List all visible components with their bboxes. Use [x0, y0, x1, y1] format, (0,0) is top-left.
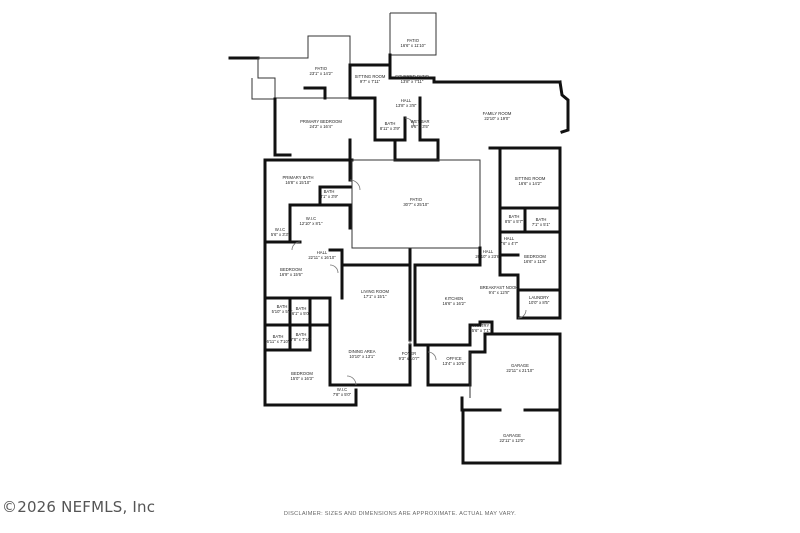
- room-dims: 17'1" x 15'1": [364, 294, 387, 299]
- room-dims: 22'10" x 19'0": [484, 116, 510, 121]
- room-name: BREAKFAST NOOK: [480, 285, 518, 290]
- room-name: GARAGE: [503, 433, 521, 438]
- room-name: BEDROOM: [291, 371, 313, 376]
- room-dims: 22'11" x 21'10": [506, 368, 534, 373]
- room-name: W.I.C: [337, 387, 347, 392]
- room-name: KITCHEN: [445, 296, 463, 301]
- room-dims: 8'1" x 3'9": [320, 194, 339, 199]
- room-name: BATH: [273, 334, 284, 339]
- room-dims: 6'5" x 3'5": [411, 124, 430, 129]
- room-dims: 16'6" x 11'10": [401, 43, 426, 48]
- room-name: BATH: [509, 214, 520, 219]
- room-dims: 13'4" x 10'6": [443, 361, 466, 366]
- room-dims: 23'1" x 14'2": [310, 71, 333, 76]
- room-dims: 9'3" x 10'7": [399, 356, 420, 361]
- room-dims: 13'8" x 7'11": [401, 79, 424, 84]
- room-dims: 15'0" x 16'3": [291, 376, 314, 381]
- room-name: W.I.C: [306, 216, 316, 221]
- room-dims: 5'6" x 7'1": [472, 328, 491, 333]
- room-name: WET BAR: [410, 119, 429, 124]
- room-name: SITTING ROOM: [515, 176, 546, 181]
- room-dims: 30'7" x 25'10": [403, 202, 429, 207]
- room-name: BATH: [324, 189, 335, 194]
- room-dims: 16'6" x 14'2": [519, 181, 542, 186]
- room-labels: PATIO 16'6" x 11'10" PATIO 23'1" x 14'2"…: [267, 38, 551, 443]
- room-name: BEDROOM: [524, 254, 546, 259]
- room-dims: 12'10" x 8'1": [300, 221, 323, 226]
- room-name: PRIMARY BATH: [283, 175, 314, 180]
- room-name: COVERED PATIO: [395, 74, 430, 79]
- room-dims: 16'9" x 15'6": [280, 272, 303, 277]
- room-name: FOYER: [402, 351, 416, 356]
- room-name: HALL: [401, 98, 412, 103]
- room-dims: 10'10" x 13'1": [349, 354, 375, 359]
- room-dims: 16'8" x 15'10": [285, 180, 311, 185]
- room-dims: 16'6" x 11'8": [524, 259, 547, 264]
- house-walls: [263, 53, 570, 465]
- room-dims: 9'4" x 12'8": [489, 290, 510, 295]
- room-dims: 6'1" x 5'0": [292, 311, 311, 316]
- room-dims: 8'11" x 3'9": [380, 126, 401, 131]
- room-dims: 10'0" x 8'5": [529, 300, 550, 305]
- room-name: BEDROOM: [280, 267, 302, 272]
- copyright-watermark: ©2026 NEFMLS, Inc: [2, 498, 156, 516]
- room-name: DINING AREA: [349, 349, 376, 354]
- room-dims: 7'8" x 7'10": [291, 337, 312, 342]
- room-name: PANTRY: [473, 323, 490, 328]
- room-dims: 16'6" x 16'2": [443, 301, 466, 306]
- room-dims: 24'2" x 16'4": [310, 124, 333, 129]
- room-name: HALL: [504, 236, 515, 241]
- room-dims: 7'8" x 5'0": [333, 392, 352, 397]
- room-name: PATIO: [410, 197, 423, 202]
- room-name: BATH: [277, 304, 288, 309]
- room-name: GARAGE: [511, 363, 529, 368]
- room-name: PATIO: [315, 66, 328, 71]
- room-dims: 26'10" x 23'6": [475, 254, 501, 259]
- disclaimer-text: DISCLAIMER: SIZES AND DIMENSIONS ARE APP…: [283, 511, 517, 517]
- room-name: W.I.C: [275, 227, 285, 232]
- room-name: OFFICE: [446, 356, 462, 361]
- room-name: BATH: [385, 121, 396, 126]
- room-dims: 5'6" x 3'3": [271, 232, 290, 237]
- outdoor-outlines: [228, 12, 437, 100]
- room-name: FAMILY ROOM: [483, 111, 512, 116]
- room-name: BATH: [296, 306, 307, 311]
- room-dims: 13'8" x 3'8": [396, 103, 417, 108]
- room-dims: 22'11" x 12'0": [500, 438, 525, 443]
- room-name: HALL: [483, 249, 494, 254]
- room-name: BATH: [296, 332, 307, 337]
- room-name: HALL: [317, 250, 328, 255]
- room-dims: 6'11" x 7'10": [267, 339, 290, 344]
- room-dims: 22'11" x 16'10": [308, 255, 336, 260]
- room-name: PATIO: [407, 38, 420, 43]
- room-dims: 7'6" x 4'7": [500, 241, 519, 246]
- room-name: SITTING ROOM: [355, 74, 386, 79]
- room-dims: 8'5" x 5'7": [505, 219, 524, 224]
- room-dims: 7'1" x 5'1": [532, 222, 551, 227]
- room-name: LIVING ROOM: [361, 289, 389, 294]
- door-swings: [291, 117, 527, 386]
- room-name: BATH: [536, 217, 547, 222]
- room-name: PRIMARY BEDROOM: [300, 119, 342, 124]
- room-name: LAUNDRY: [529, 295, 549, 300]
- room-dims: 9'7" x 7'11": [360, 79, 381, 84]
- room-dims: 5'10" x 5'5": [272, 309, 293, 314]
